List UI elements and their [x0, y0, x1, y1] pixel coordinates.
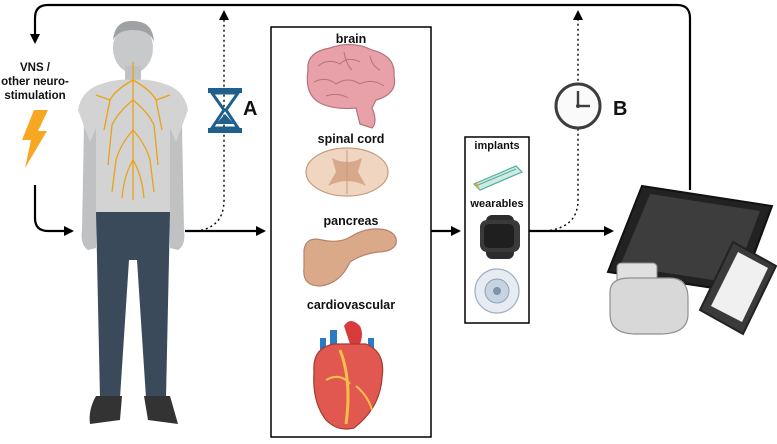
wearable-watch-illustration — [480, 215, 520, 259]
spinal-cord-illustration — [305, 147, 389, 197]
heart-illustration — [313, 321, 384, 430]
lightning-bolt-icon — [22, 110, 48, 168]
sensor-patch-illustration — [474, 268, 520, 314]
stimulation-label: VNS / other neuro- stimulation — [1, 62, 69, 102]
stimulation-arrow — [33, 185, 74, 236]
brain-illustration — [306, 43, 396, 129]
implant-illustration — [472, 165, 524, 191]
delay-a-dotted-arrow — [195, 10, 229, 232]
organ-label-cardiovascular: cardiovascular — [306, 298, 396, 312]
pacemaker-device-illustration — [609, 262, 689, 335]
pancreas-illustration — [303, 228, 397, 287]
clock-icon — [554, 82, 602, 130]
feedback-loop-arrow — [30, 3, 692, 190]
device-label-implants: implants — [474, 140, 520, 152]
organ-label-brain: brain — [335, 32, 367, 46]
marker-b: B — [613, 98, 628, 120]
marker-a: A — [243, 98, 258, 120]
delay-b-dotted-arrow — [544, 10, 583, 232]
person-figure — [78, 20, 188, 424]
device-label-wearables: wearables — [470, 198, 524, 210]
hourglass-icon — [208, 88, 242, 133]
organ-label-pancreas: pancreas — [323, 214, 379, 228]
smartphone-illustration — [698, 240, 777, 336]
organ-label-spinal-cord: spinal cord — [317, 132, 385, 146]
